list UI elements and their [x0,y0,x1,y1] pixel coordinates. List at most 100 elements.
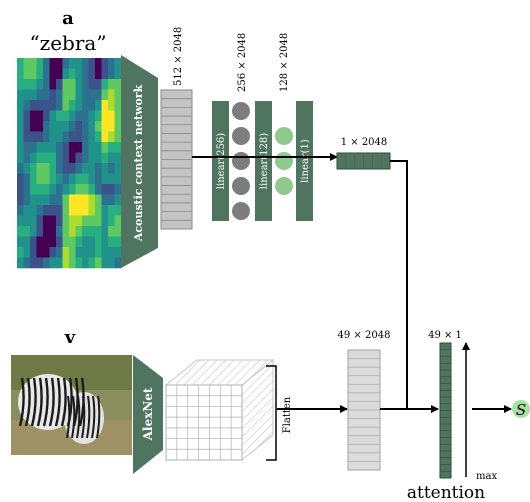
spectrogram-cell [95,142,102,153]
spectrogram-cell [108,194,115,206]
spectrogram-cell [17,163,24,174]
spectrogram-cell [101,100,109,111]
spectrogram-cell [108,247,115,258]
spectrogram-cell [62,247,70,258]
spectrogram-cell [49,68,57,80]
spectrogram-cell [114,236,122,248]
spectrogram-cell [82,68,89,80]
spectrogram-cell [108,110,115,122]
spectrogram-cell [75,173,83,185]
spectrogram-cell [88,89,96,101]
spectrogram-cell [43,236,50,248]
alexnet-block [133,355,163,474]
spectrogram-cell [95,194,102,206]
spectrogram-cell [75,100,83,111]
spectrogram-cell [101,58,109,69]
spectrogram-cell [17,152,24,164]
spectrogram-cell [95,257,102,269]
spectrogram-cell [36,194,44,206]
spectrogram-cell [82,226,89,237]
spectrogram-cell [88,184,96,195]
spectrogram-cell [23,110,31,122]
spectrogram-cell [49,79,57,90]
spectrogram-cell [101,194,109,206]
spectrogram-cell [17,205,24,216]
spectrogram-cell [62,257,70,269]
alexnet-label: AlexNet [141,387,155,441]
spectrogram-cell [49,173,57,185]
spectrogram-cell [43,79,50,90]
spectrogram-cell [23,89,31,101]
spectrogram-cell [75,163,83,174]
spectrogram-cell [30,163,37,174]
spectrogram-cell [36,100,44,111]
spectrogram-cell [43,247,50,258]
spectrogram-cell [101,236,109,248]
spectrogram-cell [43,131,50,143]
linear-1-layer [296,101,313,221]
spectrogram-cell [43,194,50,206]
spectrogram-cell [101,215,109,227]
spectrogram-cell [69,236,76,248]
spectrogram-cell [75,247,83,258]
green-circle-column [275,127,293,195]
spectrogram-cell [82,205,89,216]
spectrogram-cell [75,194,83,206]
spectrogram-cell [114,68,122,80]
spectrogram-cell [56,205,63,216]
spectrogram-cell [49,100,57,111]
spectrogram-cell [82,215,89,227]
spectrogram-cell [82,110,89,122]
spectrogram-cell [88,194,96,206]
spectrogram-cell [30,100,37,111]
dim-label-128: 128 × 2048 [279,33,290,92]
output-symbol: S [516,401,526,419]
spectrogram-cell [88,173,96,185]
spectrogram-cell [108,121,115,132]
spectrogram-cell [108,205,115,216]
spectrogram-cell [30,131,37,143]
spectrogram-cell [88,205,96,216]
spectrogram-cell [95,89,102,101]
spectrogram-cell [49,247,57,258]
spectrogram-cell [49,89,57,101]
spectrogram-cell [101,131,109,143]
spectrogram-cell [30,68,37,80]
spectrogram-cell [43,215,50,227]
spectrogram-cell [17,131,24,143]
spectrogram-cell [30,121,37,132]
spectrogram-cell [62,215,70,227]
spectrogram-cell [49,184,57,195]
spectrogram-cell [88,68,96,80]
spectrogram-cell [49,142,57,153]
spectrogram-cell [23,163,31,174]
spectrogram-cell [17,247,24,258]
attention-label: attention [407,483,485,502]
spectrogram-cell [69,121,76,132]
panel-letter-a: a [62,8,74,29]
spectrogram-cell [36,110,44,122]
spectrogram-cell [108,79,115,90]
spectrogram-cell [75,89,83,101]
spectrogram-cell [114,205,122,216]
spectrogram-cell [82,163,89,174]
spectrogram-cell [17,184,24,195]
spectrogram-cell [49,58,57,69]
spectrogram-cell [114,173,122,185]
spectrogram-cell [36,142,44,153]
spectrogram-cell [62,110,70,122]
spectrogram-cell [43,142,50,153]
spectrogram-cell [17,236,24,248]
spectrogram-cell [114,215,122,227]
spectrogram-cell [101,152,109,164]
spectrogram-cell [88,226,96,237]
spectrogram-cell [88,152,96,164]
spectrogram-cell [88,121,96,132]
spectrogram-cell [101,121,109,132]
feature-map-cube [164,358,275,462]
spectrogram-cell [56,79,63,90]
spectrogram-cell [56,89,63,101]
attention-column [439,342,452,479]
spectrogram-cell [82,173,89,185]
